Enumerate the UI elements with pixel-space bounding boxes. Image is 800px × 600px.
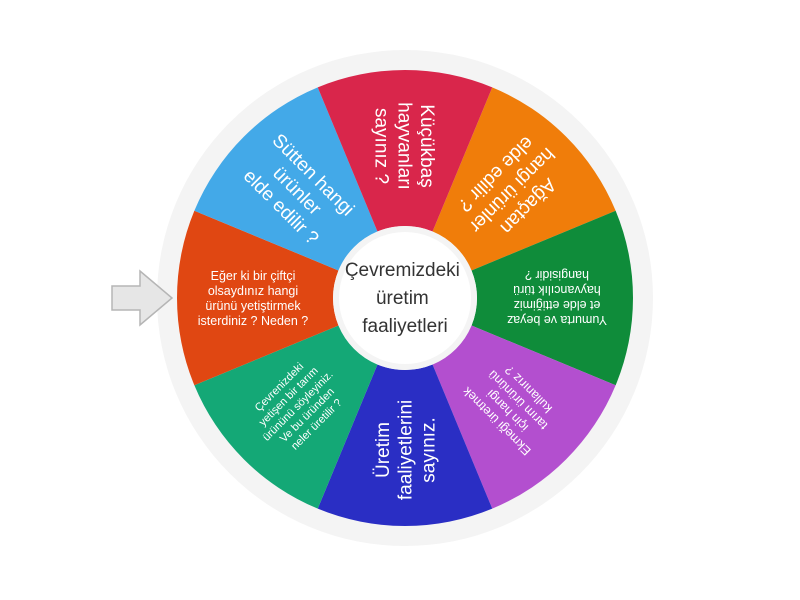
wheel-segment[interactable] [432,87,616,271]
wheel-segment-label-line: olsaydınız hangi [208,284,298,298]
wheel-segment[interactable] [317,70,493,232]
wheel-segment-label-line: Eğer ki bir çiftçi [211,269,296,283]
wheel-segment-label: Üretimfaaliyetlerinisayınız. [373,400,440,500]
wheel-center-label: Çevremizdeki üretim faaliyetleri [345,260,465,337]
spin-wheel[interactable]: Ağaçtanhangi ürünlerelde edilir ?Yumurta… [157,50,653,546]
wheel-segment-label: Yumurta ve beyazet elde ettiğimizhayvanc… [507,268,607,327]
wheel-center-label-line: faaliyetleri [362,316,448,337]
wheel-segment-label-line: ürünü yetiştirmek [205,299,301,313]
wheel-segment[interactable] [317,364,493,526]
wheel-segment[interactable] [471,210,633,386]
wheel-segment-label-line: faaliyetlerini [396,400,417,500]
wheel-segment-label-line: Üretim [373,422,394,478]
wheel-segment[interactable] [432,325,616,509]
wheel-center-label-line: üretim [376,288,429,309]
wheel-segment-label-line: et elde ettiğimiz [514,298,601,312]
wheel-segment-label-line: isterdiniz ? Neden ? [198,314,309,328]
wheel-segment-label-line: Yumurta ve beyaz [507,313,607,327]
wheel-segment-label-line: Küçükbaş [416,104,437,187]
wheel-segment-label: Küçükbaşhayvanlarısayınız ? [371,102,438,190]
wheel-segment[interactable] [194,325,378,509]
wheel-segment-label-line: sayınız. [418,417,439,482]
wheel-center-label-line: Çevremizdeki [345,260,460,281]
wheel-segments [177,70,633,526]
wheel-segment-label-line: hayvancılık türü [513,283,601,297]
wheel-center[interactable] [339,232,471,364]
wheel-segment[interactable] [194,87,378,271]
wheel-segment-label-line: hangisidir ? [525,268,589,282]
wheel-segment[interactable] [177,210,339,386]
wheel-segment-label-line: hayvanları [393,102,414,190]
right-arrow-icon[interactable] [111,269,174,327]
wheel-segment-label-line: sayınız ? [371,108,392,184]
